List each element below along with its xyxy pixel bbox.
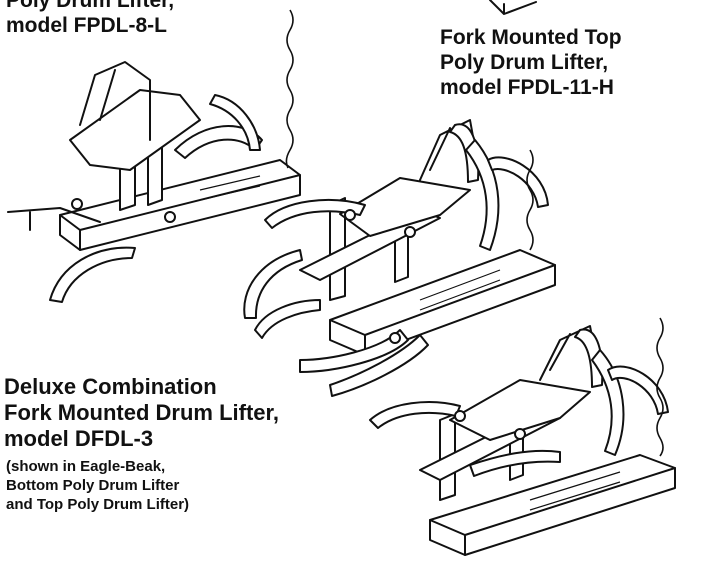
caption-fpdl-11-h: Fork Mounted Top Poly Drum Lifter, model… (440, 26, 622, 100)
caption-line: Poly Drum Lifter, (440, 50, 609, 74)
caption-note-line: Bottom Poly Drum Lifter (6, 476, 180, 494)
caption-line: Fork Mounted Top (440, 26, 622, 49)
box-corner-graphic (489, 0, 537, 15)
caption-fpdl-8-l: Poly Drum Lifter, model FPDL-8-L (6, 0, 174, 39)
caption-line: Poly Drum Lifter, (6, 0, 175, 12)
caption-dfdl-3-note: (shown in Eagle-Beak, Bottom Poly Drum L… (6, 458, 189, 514)
caption-dfdl-3: Deluxe Combination Fork Mounted Drum Lif… (4, 374, 279, 452)
caption-line: Deluxe Combination (4, 374, 217, 399)
caption-line: model DFDL-3 (4, 425, 154, 451)
lifter-dfdl-3-illustration (369, 317, 676, 556)
lifter-fpdl-8-l-illustration (7, 9, 301, 303)
caption-line: Fork Mounted Drum Lifter, (4, 399, 279, 425)
caption-note-line: and Top Poly Drum Lifter) (6, 495, 190, 513)
lifter-fpdl-11-h-illustration (243, 119, 556, 397)
caption-note-line: (shown in Eagle-Beak, (6, 458, 166, 475)
caption-line: model FPDL-11-H (440, 75, 614, 99)
caption-line: model FPDL-8-L (6, 13, 167, 37)
